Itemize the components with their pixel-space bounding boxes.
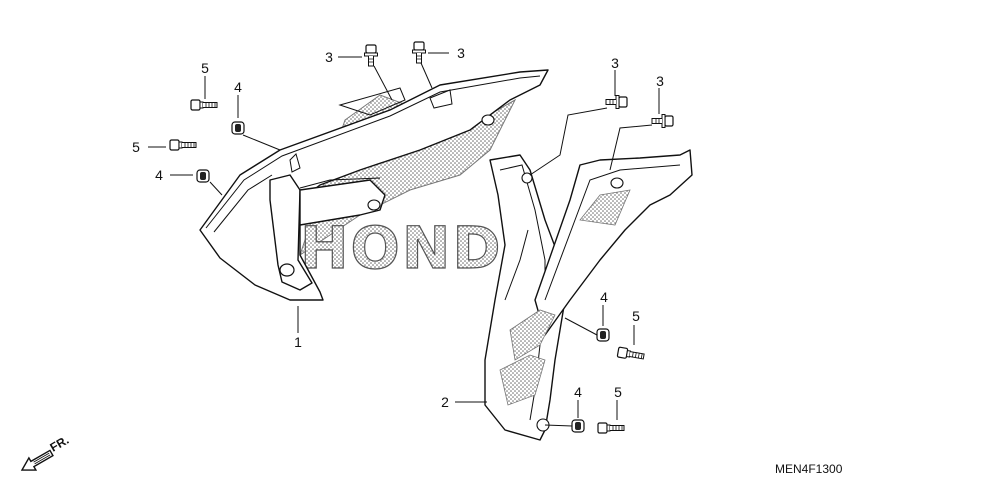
callout-4d: 4 [574,384,582,400]
front-direction-arrow [20,449,54,471]
flange-bolt-5d [597,422,625,434]
grommet-4c [596,328,610,342]
flange-bolt-5a [190,99,218,111]
diagram-code: MEN4F1300 [775,462,843,476]
callout-1: 1 [294,334,302,350]
flange-bolt-3b [411,41,427,64]
leader-lines [148,52,660,427]
callout-3a: 3 [325,49,333,65]
callout-5a: 5 [201,60,209,76]
callout-3b: 3 [457,45,465,61]
grommet-4a [231,121,245,135]
callout-5c: 5 [632,308,640,324]
grommet-4d [571,419,585,433]
callout-5d: 5 [614,384,622,400]
flange-bolt-3a [363,44,379,67]
callout-5b: 5 [132,139,140,155]
callout-2: 2 [441,394,449,410]
flange-bolt-5b [169,139,197,151]
callout-4c: 4 [600,289,608,305]
radiator-shroud-right [484,149,693,441]
callout-3c: 3 [611,55,619,71]
flange-bolt-3c [605,94,628,110]
flange-bolt-5c [616,346,646,362]
radiator-shroud-left [199,69,549,301]
callout-4b: 4 [155,167,163,183]
grommet-4b [196,169,210,183]
flange-bolt-3d [651,113,674,129]
callout-3d: 3 [656,73,664,89]
callout-4a: 4 [234,79,242,95]
